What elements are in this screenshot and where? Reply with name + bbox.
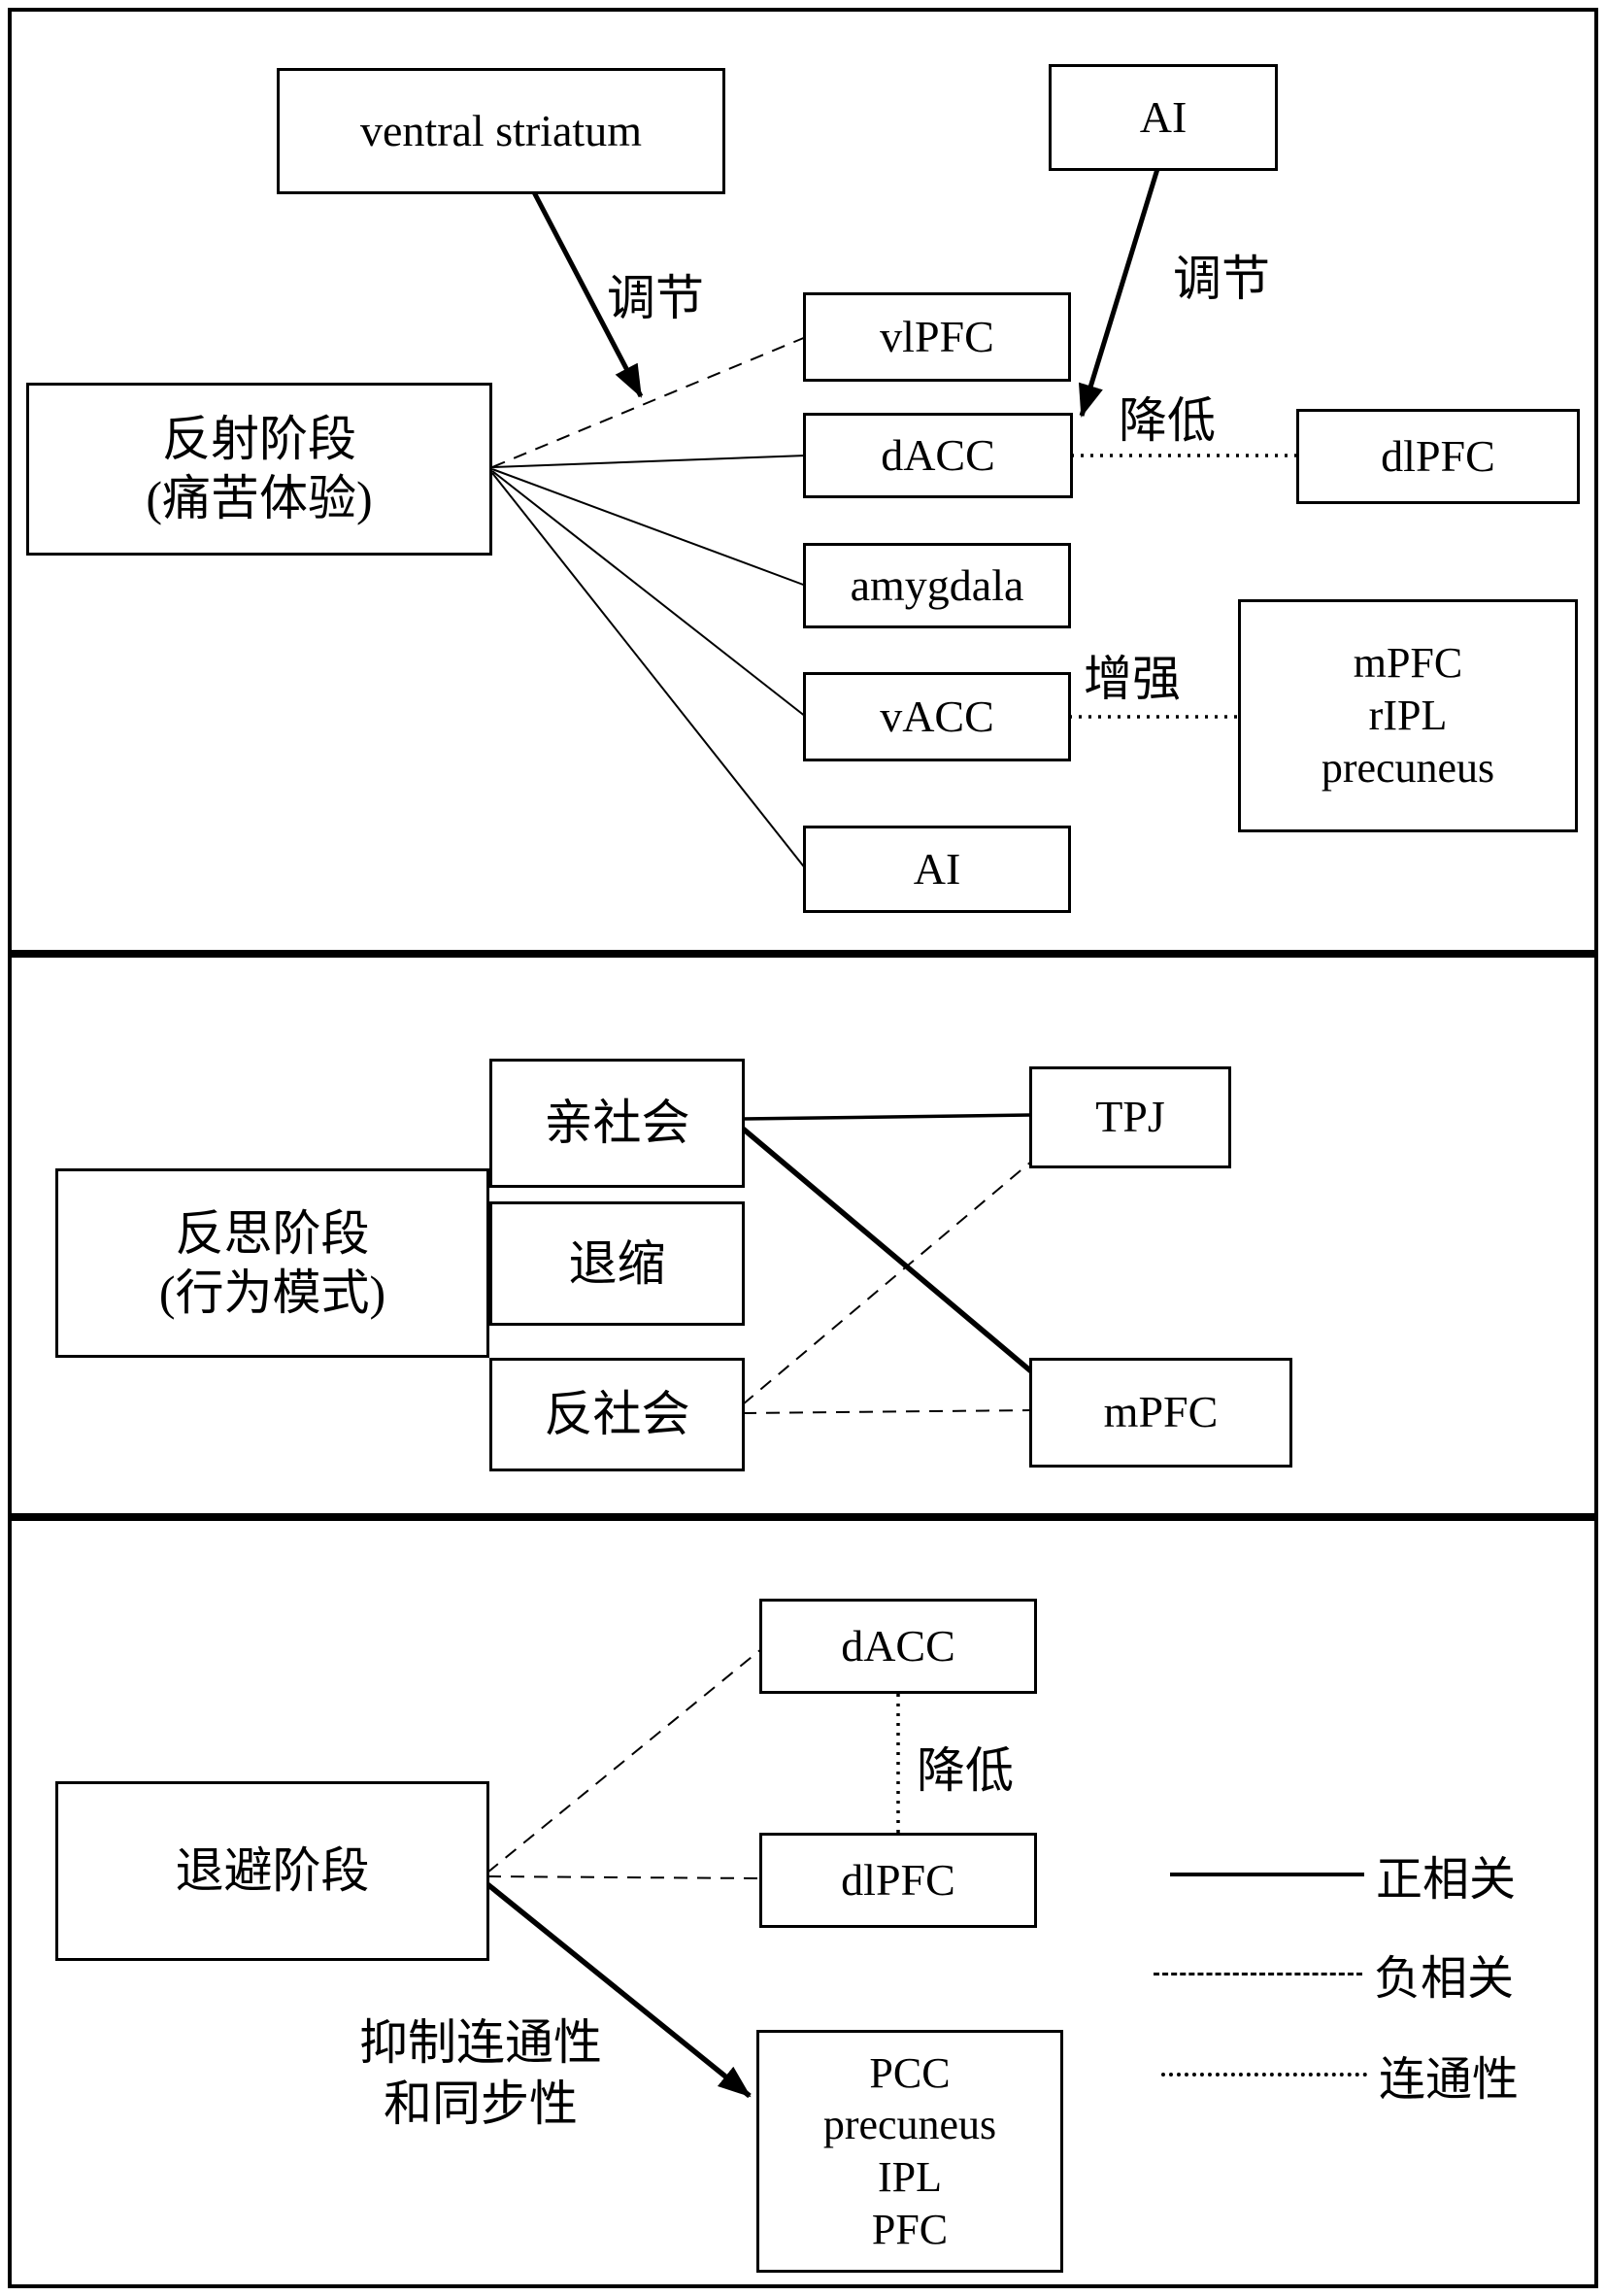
box-withdrawal: 退缩	[489, 1201, 745, 1326]
box-stage-avoidance: 退避阶段	[55, 1781, 489, 1961]
panel-avoidance-stage	[8, 1517, 1598, 2288]
box-vlpfc: vlPFC	[803, 292, 1071, 382]
box-ai-reflexive: AI	[803, 826, 1071, 913]
box-prosocial: 亲社会	[489, 1059, 745, 1188]
legend-item-positive: 正相关	[1170, 1844, 1516, 1906]
box-mpfc-reflective: mPFC	[1029, 1358, 1292, 1468]
box-stage-reflexive: 反射阶段 (痛苦体验)	[26, 383, 492, 556]
legend-negative-label: 负相关	[1374, 1953, 1515, 2005]
box-antisocial: 反社会	[489, 1358, 745, 1471]
legend-connectivity-label: 连通性	[1379, 2054, 1520, 2106]
panel-reflective-stage	[8, 954, 1598, 1517]
box-vacc: vACC	[803, 672, 1071, 761]
label-decrease-avoidance: 降低	[917, 1743, 1014, 1798]
label-modulate-left: 调节	[607, 271, 704, 325]
box-ventral-striatum: ventral striatum	[277, 68, 725, 194]
legend-solid-line-sample	[1170, 1873, 1364, 1876]
box-dlpfc-avoidance: dlPFC	[759, 1833, 1037, 1928]
legend-positive-label: 正相关	[1376, 1854, 1517, 1906]
box-tpj: TPJ	[1029, 1066, 1231, 1168]
box-ai-modulator: AI	[1049, 64, 1278, 171]
legend-item-negative: 负相关	[1154, 1943, 1514, 2005]
box-amygdala: amygdala	[803, 543, 1071, 628]
box-stage-reflective: 反思阶段 (行为模式)	[55, 1168, 489, 1358]
box-pcc-precuneus-ipl-pfc: PCC precuneus IPL PFC	[756, 2030, 1063, 2273]
label-enhance: 增强	[1084, 652, 1181, 706]
legend-item-connectivity: 连通性	[1161, 2044, 1519, 2106]
box-dlpfc-reflexive: dlPFC	[1296, 409, 1580, 504]
panel-reflexive-stage	[8, 8, 1598, 954]
label-modulate-right: 调节	[1173, 252, 1270, 306]
box-mpfc-ripl-precuneus: mPFC rIPL precuneus	[1238, 599, 1578, 832]
legend-dotted-line-sample	[1161, 2073, 1367, 2077]
box-dacc-avoidance: dACC	[759, 1599, 1037, 1694]
box-dacc-reflexive: dACC	[803, 413, 1073, 498]
legend-dashed-line-sample	[1154, 1972, 1362, 1975]
label-inhibit-connectivity: 抑制连通性 和同步性	[359, 2015, 602, 2131]
label-decrease-reflexive: 降低	[1119, 393, 1216, 448]
